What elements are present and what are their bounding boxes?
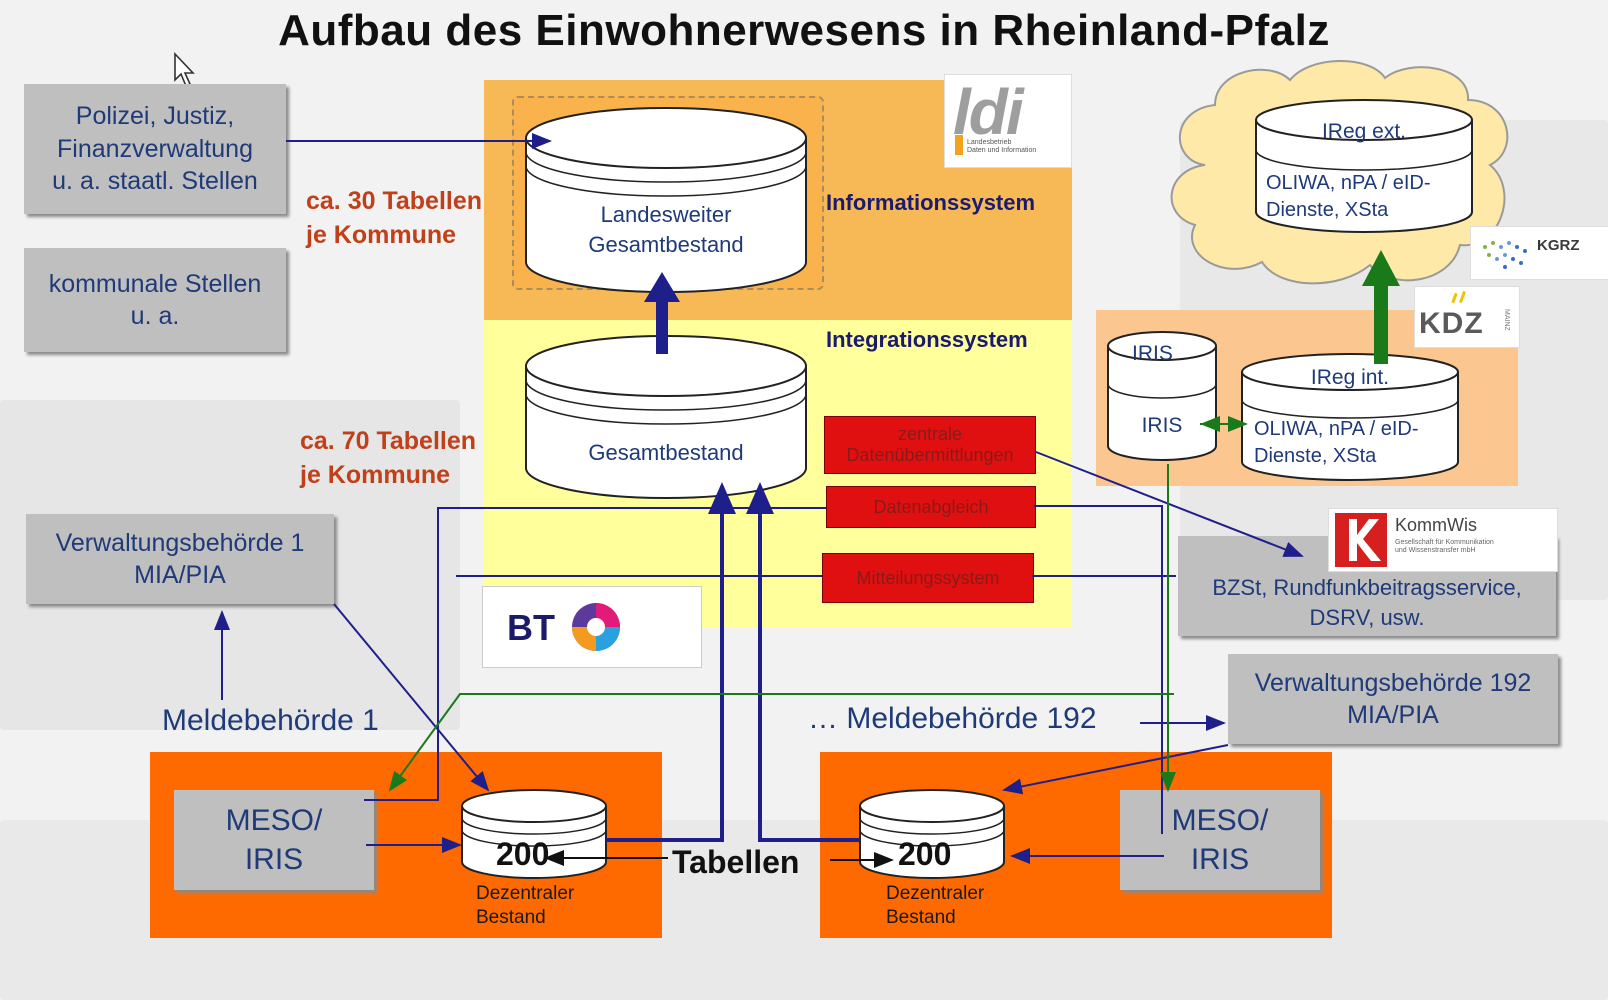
- box-meso-iris-left: MESO/ IRIS: [174, 790, 374, 890]
- db-dezentral-right-value: 200: [898, 836, 952, 872]
- db-ireg-ext-text: OLIWA, nPA / eID- Dienste, XSta: [1266, 172, 1431, 221]
- db-iris-shape: [1107, 331, 1217, 461]
- ldi-logo: ldi Landesbetrieb Daten und Information: [944, 74, 1072, 168]
- box-zentrale-datenuebermittlungen: zentrale Datenübermittlungen: [824, 416, 1036, 474]
- bt-globe-icon: [572, 603, 620, 651]
- box-verwaltungsbehoerde-192: Verwaltungsbehörde 192 MIA/PIA: [1228, 654, 1558, 744]
- box-kommunal-label: kommunale Stellen u. a.: [48, 269, 262, 331]
- box-polizei-justiz: Polizei, Justiz, Finanzverwaltung u. a. …: [24, 84, 286, 214]
- box-meso-iris-right: MESO/ IRIS: [1120, 790, 1320, 890]
- box-verwaltungsbehoerde-192-label: Verwaltungsbehörde 192 MIA/PIA: [1254, 668, 1532, 730]
- db-ireg-int-text: OLIWA, nPA / eID- Dienste, XSta: [1254, 418, 1419, 467]
- kdz-logo-text: KDZ: [1419, 307, 1484, 340]
- db-ireg-ext-title: IReg ext.: [1321, 120, 1407, 143]
- db-dezentral-right-shape: [859, 789, 1005, 879]
- label-meldebehoerde-192: … Meldebehörde 192: [808, 702, 1097, 735]
- db-ireg-int-shape: [1241, 353, 1459, 481]
- label-informationssystem: Informationssystem: [826, 190, 1036, 215]
- db-ireg-ext-shape: [1255, 99, 1473, 233]
- label-tabellen: Tabellen: [672, 844, 800, 880]
- label-30-tabellen: ca. 30 Tabellen je Kommune: [306, 187, 483, 249]
- label-70-tabellen: ca. 70 Tabellen je Kommune: [300, 427, 477, 489]
- db-dezentral-left-label: Dezentraler Bestand: [476, 883, 575, 928]
- box-mitteilungssystem: Mitteilungssystem: [822, 553, 1034, 603]
- box-meso-iris-left-label: MESO/ IRIS: [225, 804, 323, 876]
- label-integrationssystem: Integrationssystem: [826, 327, 1028, 352]
- kgrz-logo-text: KGRZ: [1537, 237, 1580, 254]
- box-polizei-label: Polizei, Justiz, Finanzverwaltung u. a. …: [52, 102, 258, 196]
- db-landesweit-shape: [525, 107, 807, 293]
- kgrz-logo: KGRZ: [1470, 226, 1608, 280]
- box-verwaltungsbehoerde-1-label: Verwaltungsbehörde 1 MIA/PIA: [55, 528, 305, 590]
- kommwis-logo-subtitle: Gesellschaft für Kommunikation und Wisse…: [1395, 539, 1494, 555]
- ldi-logo-text: ldi: [953, 76, 1024, 148]
- bt-logo-text: BT: [507, 607, 555, 648]
- kommwis-k-icon: [1335, 513, 1387, 567]
- db-gesamtbestand-shape: [525, 335, 807, 499]
- kdz-logo: KDZ MAINZ: [1414, 286, 1520, 348]
- kdz-logo-side-text: MAINZ: [1503, 309, 1510, 331]
- box-meso-iris-right-label: MESO/ IRIS: [1171, 804, 1269, 876]
- box-datenabgleich: Datenabgleich: [826, 486, 1036, 528]
- db-dezentral-left-shape: [461, 789, 607, 879]
- db-iris-label: IRIS: [1141, 414, 1183, 437]
- db-landesweit-label: Landesweiter Gesamtbestand: [588, 202, 744, 257]
- label-meldebehoerde-1: Meldebehörde 1: [162, 704, 379, 737]
- db-dezentral-left-value: 200: [496, 836, 550, 872]
- box-verwaltungsbehoerde-1: Verwaltungsbehörde 1 MIA/PIA: [26, 514, 334, 604]
- ldi-logo-subtitle: Landesbetrieb Daten und Information: [967, 139, 1037, 154]
- ldi-logo-mark: [955, 135, 963, 155]
- bt-logo: BT: [482, 586, 702, 668]
- db-gesamtbestand-label: Gesamtbestand: [588, 440, 744, 465]
- page-title: Aufbau des Einwohnerwesens in Rheinland-…: [278, 6, 1330, 55]
- db-dezentral-right-label: Dezentraler Bestand: [886, 883, 985, 928]
- box-kommunale-stellen: kommunale Stellen u. a.: [24, 248, 286, 352]
- db-iris-title: IRIS: [1132, 342, 1173, 365]
- kommwis-logo-text: KommWis: [1395, 515, 1477, 535]
- kommwis-logo: KommWis Gesellschaft für Kommunikation u…: [1328, 508, 1558, 572]
- db-ireg-int-title: IReg int.: [1310, 366, 1390, 389]
- kgrz-dots-icon: [1483, 241, 1527, 269]
